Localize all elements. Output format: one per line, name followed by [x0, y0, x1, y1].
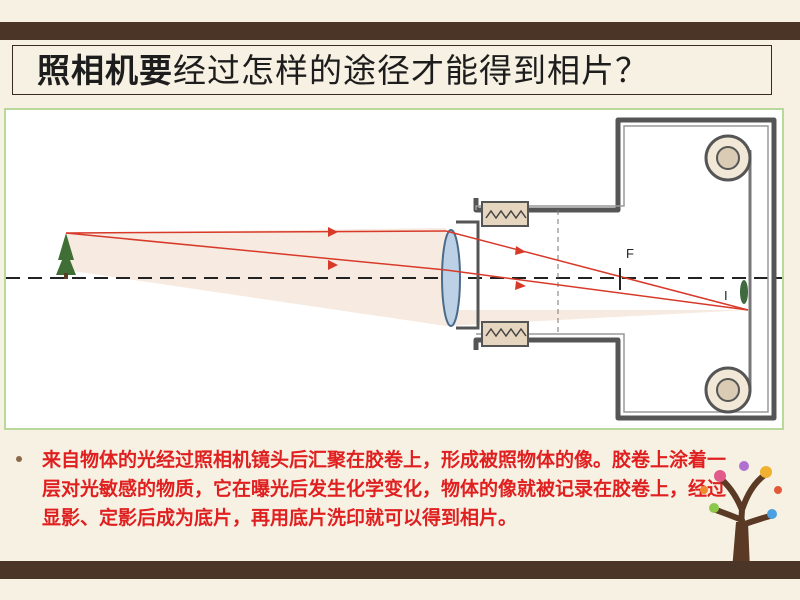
light-rays	[65, 230, 749, 311]
title-rest-part: 经过怎样的途径才能得到相片？	[173, 51, 649, 90]
camera-diagram-svg: F I	[6, 117, 782, 421]
tree-object-icon	[56, 233, 76, 279]
knob-bottom-icon	[704, 366, 752, 414]
decorative-tree-icon	[700, 461, 782, 570]
title-box: 照相机要经过怎样的途径才能得到相片？	[12, 45, 772, 95]
ray-arrows	[328, 227, 526, 290]
convex-lens	[441, 229, 461, 327]
page-title: 照相机要经过怎样的途径才能得到相片？	[37, 52, 649, 90]
spring-top	[485, 209, 527, 220]
image-label: I	[724, 288, 728, 303]
top-decor-band	[0, 22, 800, 40]
camera-body	[473, 117, 777, 421]
explanation-text: 来自物体的光经过照相机镜头后汇聚在胶卷上，形成被照物体的像。胶卷上涂着一层对光敏…	[42, 449, 727, 529]
knob-top-icon	[704, 134, 752, 182]
bottom-decor-band	[0, 561, 800, 579]
focal-label: F	[626, 246, 634, 261]
lens-barrel	[456, 220, 480, 330]
title-bold-part: 照相机要	[37, 51, 173, 90]
spring-bottom	[485, 327, 527, 338]
camera-diagram: F I	[4, 108, 784, 430]
bullet-dot	[16, 456, 22, 462]
inverted-image-icon	[740, 280, 748, 304]
